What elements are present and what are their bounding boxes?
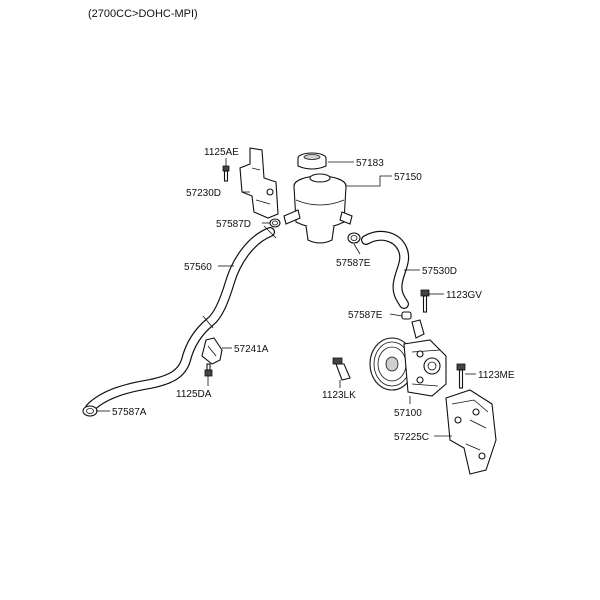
- clamp-57587a: [82, 405, 98, 417]
- label-1123lk: 1123LK: [322, 390, 356, 401]
- bolt-1125da: [204, 363, 213, 377]
- label-1125da: 1125DA: [176, 389, 212, 400]
- label-57587d: 57587D: [216, 219, 251, 230]
- bolt-1123gv: [420, 289, 430, 313]
- bracket-57225c: [445, 389, 497, 475]
- engine-spec-title: (2700CC>DOHC-MPI): [88, 8, 198, 20]
- label-57587e-lower: 57587E: [348, 310, 383, 321]
- hose-57560: [85, 225, 277, 413]
- clamp-57587d: [269, 218, 281, 228]
- label-1123me: 1123ME: [478, 370, 515, 381]
- label-57587e-upper: 57587E: [336, 258, 371, 269]
- bolt-1125ae: [222, 165, 230, 182]
- clamp-57587e-lower: [401, 311, 412, 320]
- label-57183: 57183: [356, 158, 384, 169]
- leader-lines: [96, 158, 476, 437]
- label-57241a: 57241A: [234, 344, 269, 355]
- label-1125ae: 1125AE: [204, 147, 239, 158]
- label-1123gv: 1123GV: [446, 290, 482, 301]
- label-57587a: 57587A: [112, 407, 147, 418]
- label-57100: 57100: [394, 408, 422, 419]
- cap-57183: [297, 152, 327, 170]
- bracket-57241a: [201, 337, 223, 365]
- bolt-1123me: [456, 363, 466, 389]
- hose-57530d: [361, 230, 410, 309]
- label-57560: 57560: [184, 262, 212, 273]
- part-labels: 1125AE 57230D 57183 57150 57587D 57560 5…: [112, 147, 515, 443]
- bracket-57230d: [239, 147, 279, 219]
- label-57150: 57150: [394, 172, 422, 183]
- label-57530d: 57530D: [422, 266, 457, 277]
- label-57225c: 57225C: [394, 432, 429, 443]
- label-57230d: 57230D: [186, 188, 221, 199]
- bolt-1123lk: [332, 357, 351, 381]
- reservoir-57150: [283, 173, 353, 244]
- clamp-57587e-upper: [347, 232, 361, 244]
- pump-57100: [369, 319, 447, 397]
